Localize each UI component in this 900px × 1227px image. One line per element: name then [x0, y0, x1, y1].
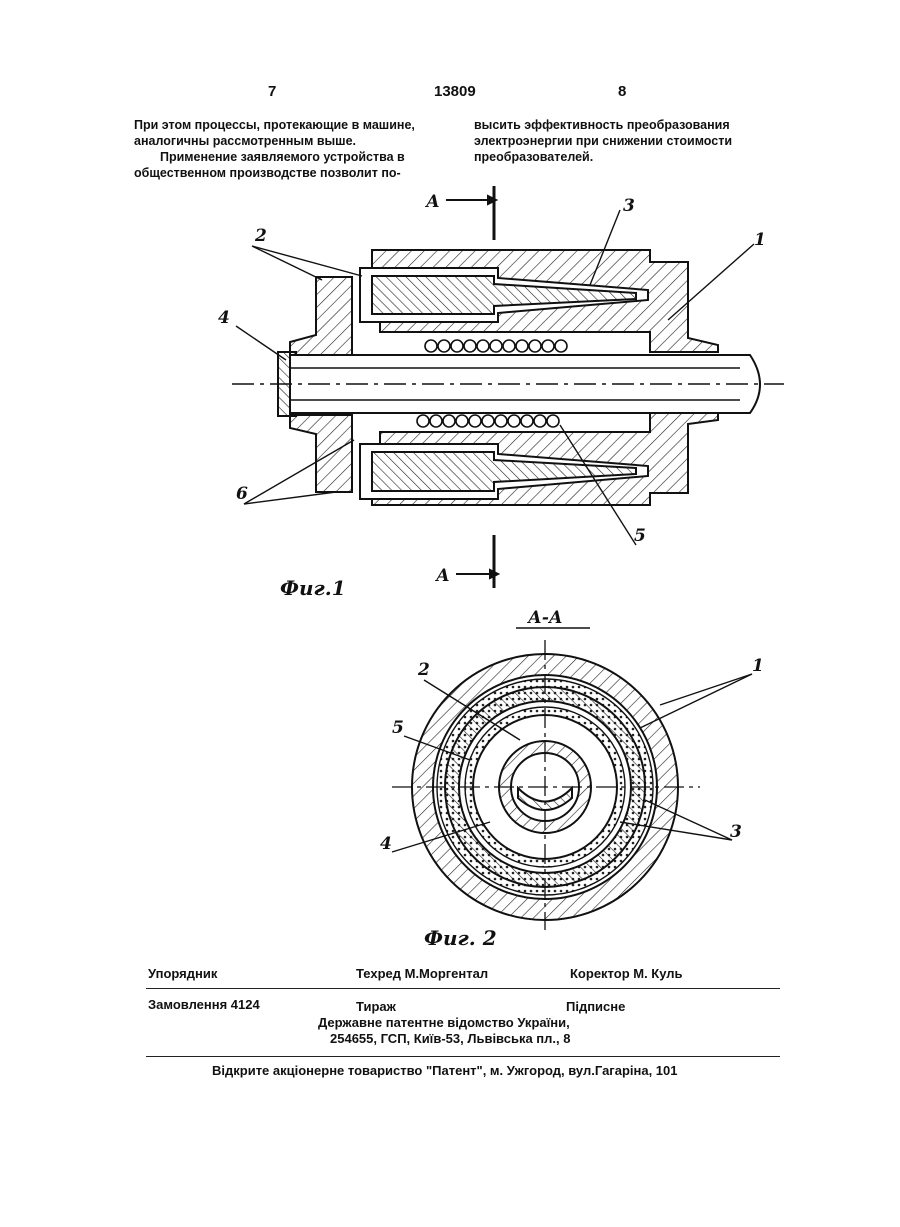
label-4: 4	[380, 834, 392, 854]
figure-1-drawing	[236, 186, 760, 588]
circulation: Тираж	[356, 999, 396, 1014]
label-3: 3	[730, 822, 742, 842]
section-title: А-А	[528, 608, 563, 628]
publisher-line: Відкрите акціонерне товариство "Патент",…	[212, 1063, 678, 1078]
footer-rule-1	[146, 988, 780, 989]
label-5: 5	[634, 526, 646, 546]
label-2: 2	[255, 226, 267, 246]
compiler-label: Упорядник	[148, 966, 217, 981]
patent-office-line-2: 254655, ГСП, Київ-53, Львівська пл., 8	[330, 1031, 570, 1046]
figure-1-caption: Фиг.1	[280, 576, 346, 600]
figure-2-caption: Фиг. 2	[424, 926, 497, 950]
label-6: 6	[236, 484, 248, 504]
label-3: 3	[623, 196, 635, 216]
section-mark-bottom: А	[436, 566, 450, 586]
corrector: Коректор М. Куль	[570, 966, 683, 981]
label-2: 2	[418, 660, 430, 680]
patent-office-line-1: Державне патентне відомство України,	[318, 1015, 570, 1030]
coil-winding-bottom	[417, 415, 559, 427]
label-5: 5	[392, 718, 404, 738]
label-1: 1	[752, 656, 764, 676]
order-number: Замовлення 4124	[148, 997, 260, 1012]
coil-winding-top	[425, 340, 567, 352]
section-mark-top: А	[426, 192, 440, 212]
tech-editor: Техред М.Моргентал	[356, 966, 488, 981]
label-1: 1	[754, 230, 766, 250]
footer-rule-2	[146, 1056, 780, 1057]
label-4: 4	[218, 308, 230, 328]
subscription: Підписне	[566, 999, 625, 1014]
